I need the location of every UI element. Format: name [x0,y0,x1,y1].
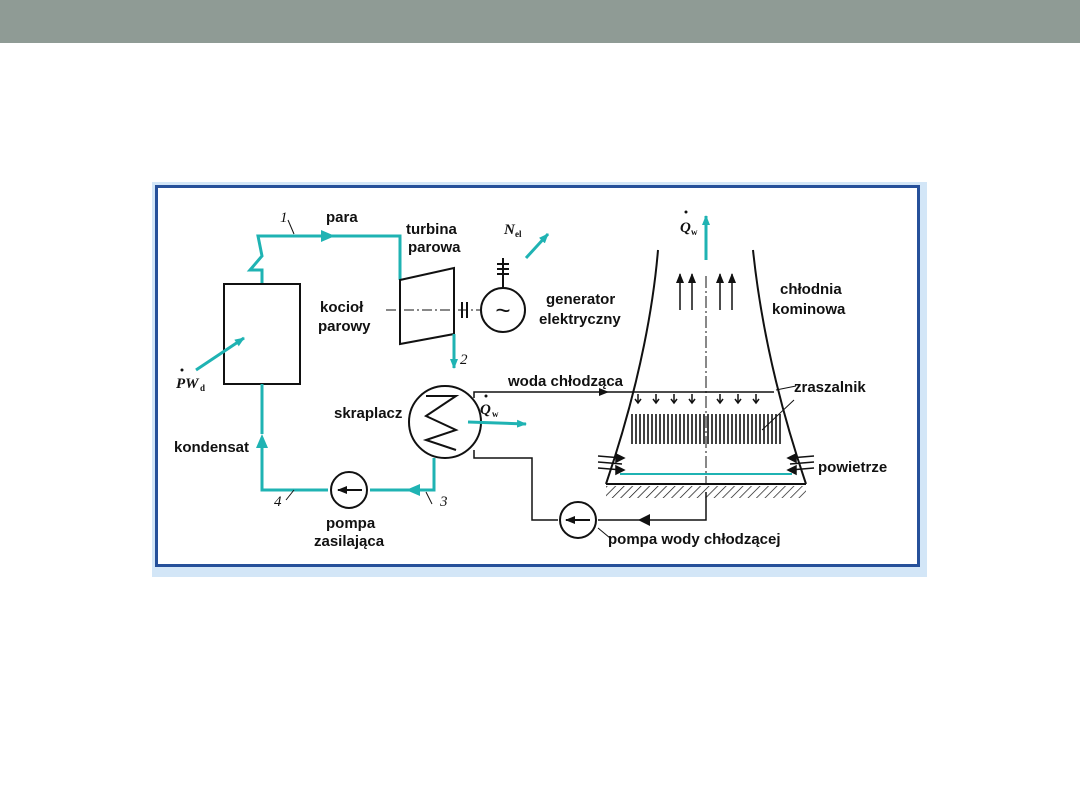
svg-text:d: d [200,383,205,393]
label-turbina: turbina [406,221,457,238]
svg-text:w: w [492,409,499,419]
top-bar [0,0,1080,43]
tower-updraft-arrows [676,273,736,310]
condenser-coil [422,395,460,451]
generator-terminal [497,258,509,288]
label-point-2: 2 [460,352,468,368]
label-parowy: parowy [318,318,371,335]
label-para: para [326,209,358,226]
symbol-q-w-condenser: Q w [480,394,499,419]
symbol-q-w-top: Q w [680,210,698,237]
cooling-water-return [473,450,707,526]
symbol-pw-d: PW d [176,368,205,393]
generator-glyph: ~ [495,295,510,325]
label-chlodnia: chłodnia [780,281,842,298]
turbine [399,266,455,346]
svg-text:N: N [503,222,516,238]
cooling-water-out-line [473,388,609,398]
condensate-loop [256,384,436,505]
label-kondensat: kondensat [174,439,249,456]
label-generator: generator [546,291,615,308]
svg-text:w: w [691,227,698,237]
spray-leader [775,385,797,391]
fill-leader [761,399,795,431]
cooling-pump-leader [597,527,611,539]
label-zraszalnik: zraszalnik [794,379,866,396]
label-skraplacz: skraplacz [334,405,402,422]
fill-pack [631,414,781,444]
air-inlet-right [786,452,815,476]
symbol-n-el: N el [503,222,522,239]
boiler [223,283,301,385]
steam-arrow [321,230,335,242]
feed-pump [330,471,368,509]
label-point-4: 4 [274,494,282,510]
label-parowa: parowa [408,239,461,256]
svg-text:Q: Q [680,220,691,236]
label-elektryczny: elektryczny [539,311,621,328]
steam-line [246,219,402,284]
label-kominowa: kominowa [772,301,846,318]
label-powietrze: powietrze [818,459,887,476]
label-point-3: 3 [439,494,448,510]
cooling-tower [605,249,807,498]
power-plant-diagram: ~ [155,185,920,567]
cooling-pump [559,501,597,539]
label-zasilajaca: zasilająca [314,533,385,550]
label-point-1: 1 [280,210,288,226]
figure-frame: ~ [152,182,927,577]
air-inlet-left [597,452,626,476]
svg-text:Q: Q [480,402,491,418]
condenser-heat-arrow [467,419,527,428]
electric-power-arrow [524,232,550,260]
label-pompa-wody: pompa wody chłodzącej [608,531,781,548]
svg-text:PW: PW [176,376,200,392]
label-pompa: pompa [326,515,376,532]
spray-nozzles [634,394,760,405]
label-woda-chlodzaca: woda chłodząca [507,373,624,390]
diagram-svg: ~ [174,209,887,550]
fuel-energy-arrow [195,336,245,372]
svg-text:el: el [515,229,522,239]
label-kociol: kocioł [320,299,364,316]
